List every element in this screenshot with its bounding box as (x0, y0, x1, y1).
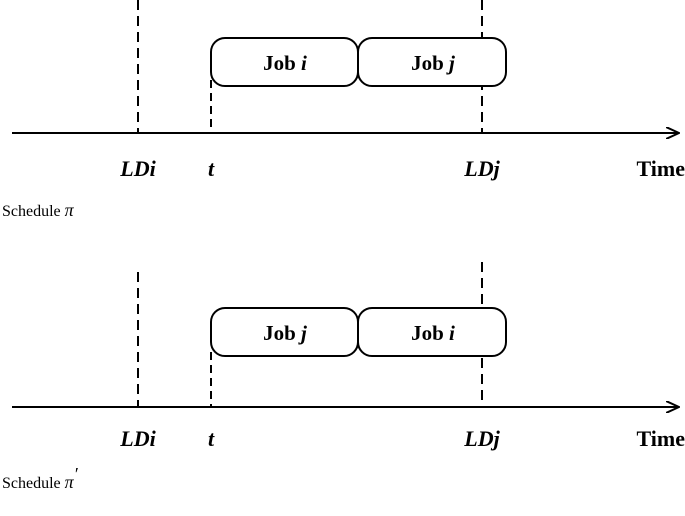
job-block-2 (357, 307, 507, 357)
time-axis-label: Time (637, 426, 685, 451)
tick-label-ldj: LDj (463, 156, 500, 181)
tick-label-t: t (208, 156, 215, 181)
schedule-caption: Schedule π (2, 200, 75, 220)
job-label-1: Job j (263, 321, 307, 345)
job-label-1: Job i (263, 51, 307, 75)
time-axis-label: Time (637, 156, 685, 181)
tick-label-ldi: LDi (119, 156, 156, 181)
tick-label-ldi: LDi (119, 426, 156, 451)
tick-label-ldj: LDj (463, 426, 500, 451)
schedule-pi: Job i Job j LDi t LDj Time Schedule π (2, 0, 685, 220)
tick-label-t: t (208, 426, 215, 451)
job-label-2: Job i (411, 321, 455, 345)
schedule-caption: Schedule π′ (2, 464, 79, 492)
job-block-2 (357, 37, 507, 87)
job-label-2: Job j (411, 51, 455, 75)
schedule-pi-prime: Job j Job i LDi t LDj Time Schedule π′ (2, 262, 685, 492)
